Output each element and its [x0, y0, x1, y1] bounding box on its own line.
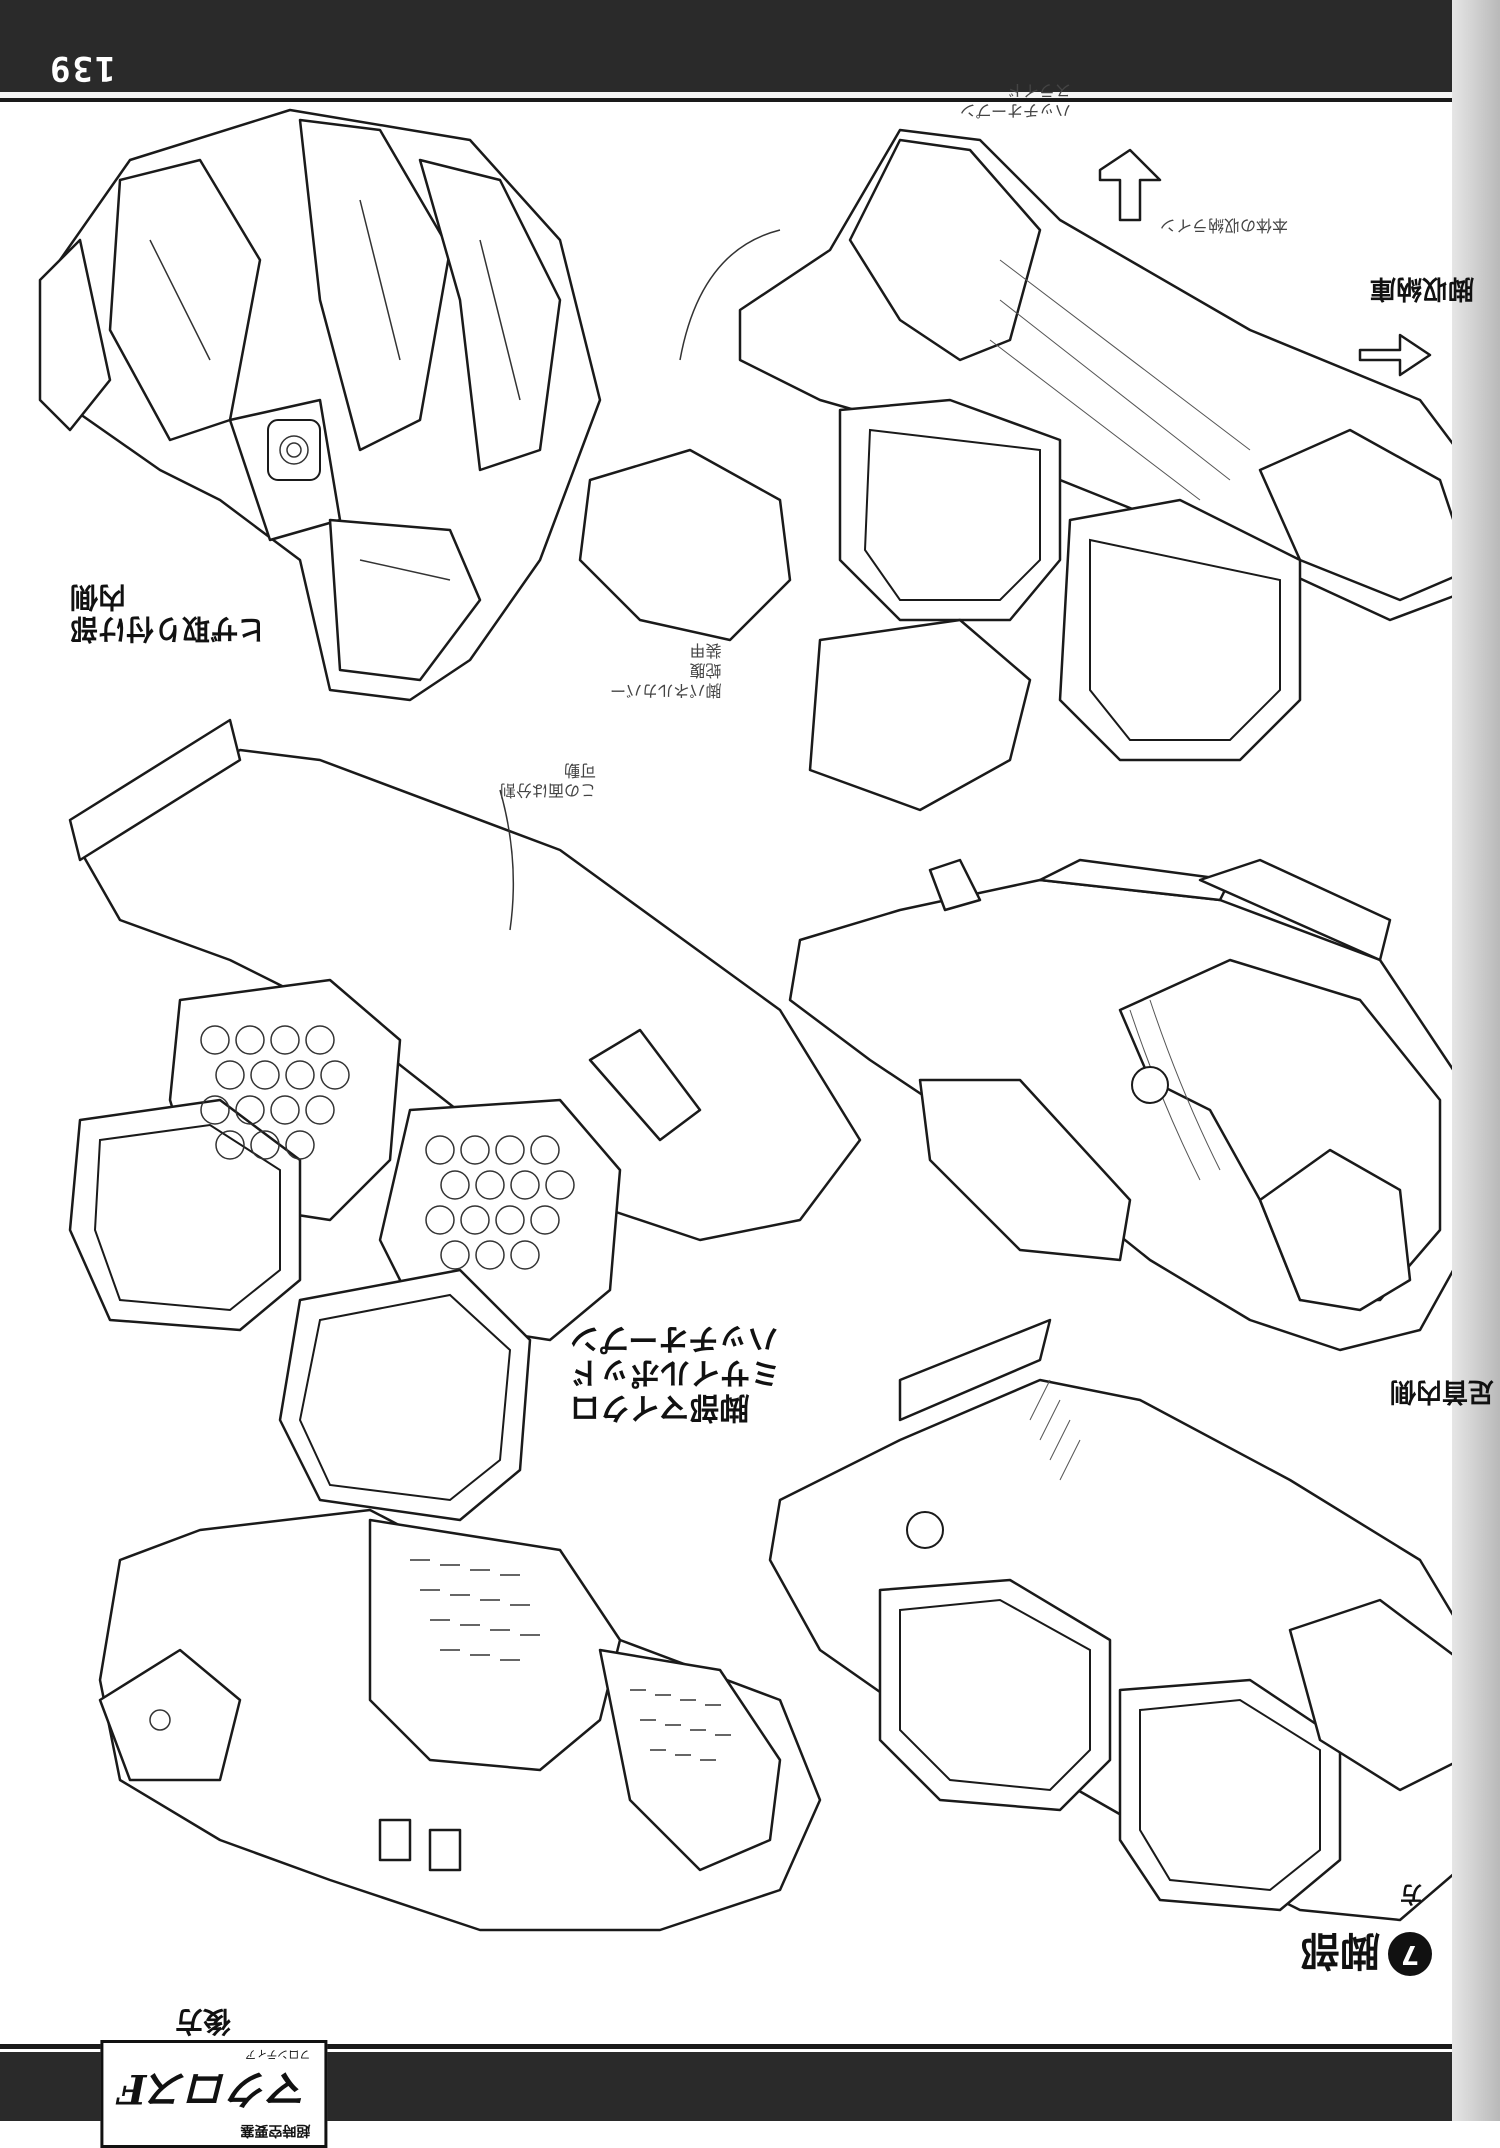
micro-missile-pod-drawing — [68, 718, 862, 1522]
label-leg-storage: 脚収納庫 — [1370, 272, 1475, 303]
top-banner — [0, 0, 1500, 92]
label-knee-mount: ヒザ取り付け部 内側 — [70, 580, 267, 646]
ankle-lower-drawing — [768, 1318, 1482, 1922]
logo-title: マクロスF — [117, 2065, 311, 2112]
section-title: 脚部 — [1300, 1927, 1380, 1973]
ankle-inner-drawing — [788, 858, 1472, 1352]
note-hatch-slide: ハッチオープン スライド — [960, 81, 1072, 120]
top-banner-gap — [0, 92, 1500, 98]
knee-mount-drawing — [38, 108, 602, 702]
note-panel-cover: 脚パネルカバー 蛇腹 装甲 — [610, 641, 722, 700]
section-heading: 7 脚部 — [1300, 1925, 1432, 1983]
book-spine-shadow — [1452, 0, 1500, 2121]
note-split-surface: この面は分割 可動 — [500, 761, 597, 800]
bottom-rule — [0, 2044, 1500, 2049]
logo-reading: フロンティア — [245, 2048, 311, 2061]
label-rear: 後方 — [175, 2005, 232, 2039]
leg-storage-drawing — [578, 128, 1482, 812]
note-storage-line: 本体の収納ライン — [1160, 216, 1289, 235]
page-number: 139 — [48, 48, 116, 88]
logo-subtitle: 超時空要塞 — [240, 2122, 311, 2138]
label-side: 方 — [1400, 1880, 1423, 1906]
series-logo: 超時空要塞 マクロスF フロンティア — [100, 2040, 328, 2148]
top-rule — [0, 98, 1500, 102]
label-micro-missile: 脚部マイクロ ミサイルポッド ハッチオープン — [570, 1320, 780, 1425]
rear-view-drawing — [98, 1508, 822, 1932]
label-ankle-inner: 足首内側 — [1390, 1375, 1495, 1406]
section-number-badge: 7 — [1388, 1932, 1432, 1976]
